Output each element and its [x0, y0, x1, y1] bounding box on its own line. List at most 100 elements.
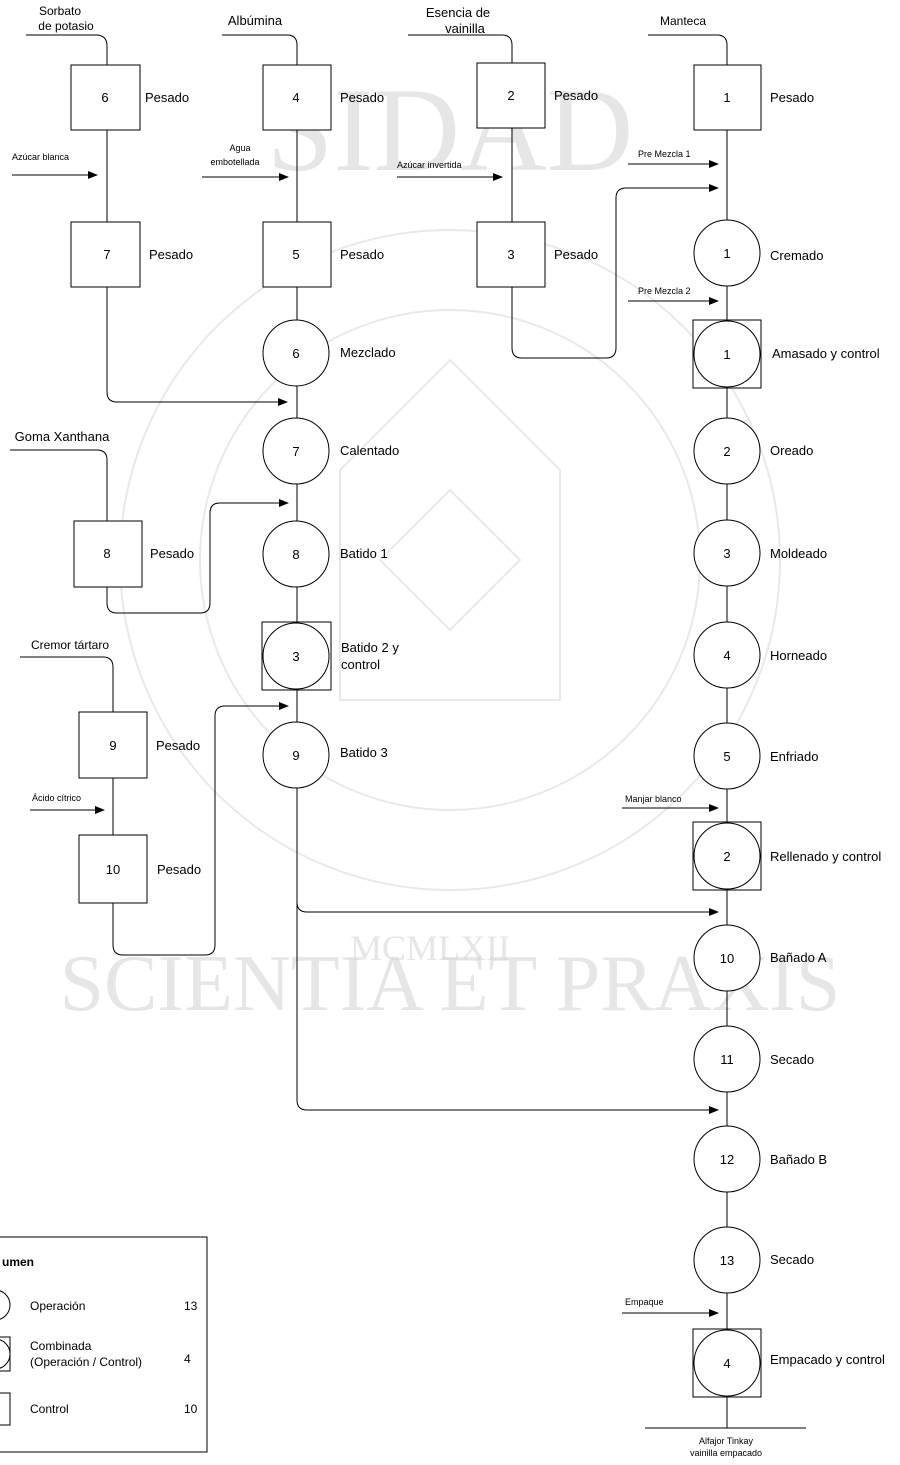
step-label: Bañado A — [770, 950, 827, 965]
input-esencia: Esencia de — [426, 5, 490, 20]
step-label: Horneado — [770, 648, 827, 663]
step-number: 1 — [723, 246, 730, 261]
input-esencia-line2: vainilla — [445, 21, 486, 36]
side-agua: Agua — [229, 143, 250, 153]
input-cremor-tartaro: Cremor tártaro — [31, 638, 109, 652]
control-step-7: 7 Pesado — [70, 221, 193, 288]
operation-step-5: 5 Enfriado — [693, 722, 818, 790]
side-pre-mezcla-2: Pre Mezcla 2 — [638, 286, 691, 296]
step-label: Secado — [770, 1252, 814, 1267]
step-number: 3 — [292, 649, 299, 664]
step-label: Batido 2 y — [341, 640, 399, 655]
step-number: 8 — [292, 547, 299, 562]
step-label: Cremado — [770, 248, 823, 263]
combined-circle-icon — [0, 1339, 11, 1369]
legend-control: Control 10 — [0, 1392, 198, 1426]
step-number: 2 — [723, 444, 730, 459]
legend-combined-label-line2: (Operación / Control) — [30, 1355, 142, 1369]
side-manjar-blanco: Manjar blanco — [625, 794, 682, 804]
step-label: Pesado — [554, 88, 598, 103]
step-label: Pesado — [554, 247, 598, 262]
side-pre-mezcla-1: Pre Mezcla 1 — [638, 149, 691, 159]
step-number: 4 — [292, 90, 299, 105]
legend-control-count: 10 — [184, 1402, 198, 1416]
step-label: Moldeado — [770, 546, 827, 561]
step-number: 3 — [723, 546, 730, 561]
legend-operation-label: Operación — [30, 1299, 85, 1313]
operation-step-2: 2 Oreado — [693, 417, 813, 485]
step-number: 6 — [292, 346, 299, 361]
connector-lines — [10, 34, 806, 1429]
control-step-2: 2 Pesado — [476, 62, 598, 129]
step-label: Empacado y control — [770, 1352, 885, 1367]
side-azucar-invertida: Azúcar invertida — [397, 160, 462, 170]
step-number: 11 — [720, 1052, 734, 1067]
output-line1: Alfajor Tinkay — [699, 1436, 754, 1446]
operation-step-7: 7 Calentado — [262, 417, 399, 485]
step-label: Rellenado y control — [770, 849, 881, 864]
control-step-5: 5 Pesado — [262, 221, 384, 288]
step-label: Pesado — [149, 247, 193, 262]
legend-control-label: Control — [30, 1402, 69, 1416]
step-label: Pesado — [150, 546, 194, 561]
combined-step-3: 3 Batido 2 y control — [261, 621, 399, 691]
side-acido-citrico: Ácido cítrico — [32, 793, 81, 803]
step-number: 13 — [720, 1253, 734, 1268]
operation-step-8: 8 Batido 1 — [262, 520, 388, 588]
control-step-1: 1 Pesado — [693, 64, 814, 131]
step-number: 1 — [723, 347, 730, 362]
side-azucar-blanca: Azúcar blanca — [12, 152, 69, 162]
step-number: 7 — [103, 247, 110, 262]
step-label: Pesado — [145, 90, 189, 105]
combined-step-2: 2 Rellenado y control — [692, 821, 881, 891]
step-number: 9 — [292, 748, 299, 763]
step-label: Amasado y control — [772, 346, 880, 361]
side-empaque: Empaque — [625, 1297, 664, 1307]
step-label: Pesado — [157, 862, 201, 877]
step-number: 4 — [723, 648, 730, 663]
step-label: Pesado — [340, 90, 384, 105]
step-number: 5 — [292, 247, 299, 262]
step-number: 2 — [507, 88, 514, 103]
step-label: Secado — [770, 1052, 814, 1067]
operation-step-10: 10 Bañado A — [693, 924, 827, 992]
operation-step-13: 13 Secado — [693, 1226, 814, 1294]
operation-step-6: 6 Mezclado — [262, 319, 396, 387]
input-albumina: Albúmina — [228, 13, 283, 28]
step-number: 5 — [723, 749, 730, 764]
control-step-10: 10 Pesado — [78, 834, 201, 904]
operation-step-9: 9 Batido 3 — [262, 721, 388, 789]
legend-combined-label: Combinada — [30, 1339, 92, 1353]
side-agua-line2: embotellada — [210, 157, 259, 167]
step-number: 9 — [109, 738, 116, 753]
input-labels: Sorbato de potasio Albúmina Esencia de v… — [15, 4, 707, 652]
control-square-icon — [0, 1392, 11, 1426]
step-number: 3 — [507, 247, 514, 262]
input-sorbato: Sorbato — [39, 4, 81, 18]
control-steps: 6 Pesado 7 Pesado 4 Pesado 5 Pesado 2 Pe… — [70, 62, 814, 904]
legend-combined-count: 4 — [184, 1352, 191, 1366]
step-number: 12 — [720, 1152, 734, 1167]
step-label-line2: control — [341, 657, 380, 672]
final-output: Alfajor Tinkay vainilla empacado — [690, 1436, 762, 1458]
step-label: Enfriado — [770, 749, 818, 764]
legend-title: umen — [2, 1255, 34, 1269]
control-step-6: 6 Pesado — [70, 64, 189, 131]
control-step-3: 3 Pesado — [476, 221, 598, 288]
legend-operation-count: 13 — [184, 1299, 198, 1313]
control-step-4: 4 Pesado — [262, 64, 384, 131]
watermark-year: MCMLXII — [350, 928, 510, 968]
operation-step-3: 3 Moldeado — [693, 519, 827, 587]
operation-step-1: 1 Cremado — [693, 219, 823, 287]
step-label: Oreado — [770, 443, 813, 458]
step-number: 10 — [106, 862, 120, 877]
step-label: Pesado — [770, 90, 814, 105]
step-number: 10 — [720, 951, 734, 966]
step-label: Calentado — [340, 443, 399, 458]
step-label: Pesado — [340, 247, 384, 262]
step-number: 7 — [292, 444, 299, 459]
legend-combined: Combinada (Operación / Control) 4 — [0, 1336, 191, 1372]
operation-steps: 6 Mezclado 7 Calentado 8 Batido 1 9 Bati… — [262, 219, 827, 1294]
legend-operation: Operación 13 — [0, 1290, 198, 1320]
step-number: 6 — [101, 90, 108, 105]
